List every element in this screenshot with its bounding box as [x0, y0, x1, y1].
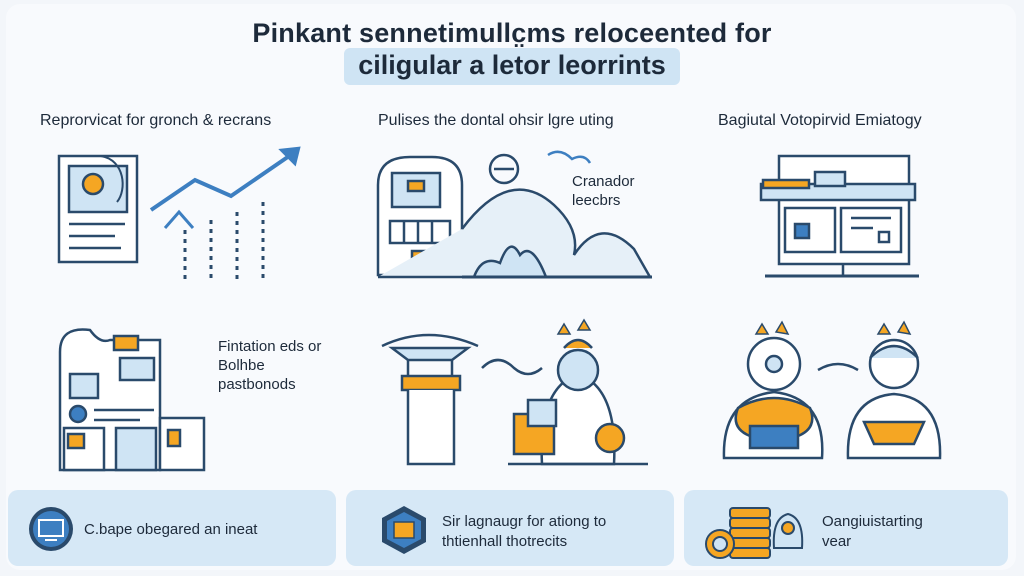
- column-heading-3: Bagiutal Votopirvid Emiatogy: [718, 112, 922, 129]
- server-building-illustration: [58, 328, 206, 472]
- panel-1-text: C.bape obegared an ineat: [84, 521, 258, 538]
- bottom-panel-3: Oangiuistarting vear: [684, 490, 1008, 566]
- box-hexagon-icon: [382, 506, 426, 554]
- title-line-2: ciligular a letor leorrints: [344, 48, 680, 85]
- bottom-panel-1: C.bape obegared an ineat: [8, 490, 336, 566]
- label-fintation-3: pastbonods: [218, 376, 296, 393]
- label-fintation-2: Bolhbe: [218, 357, 265, 374]
- panel-2-text-1: Sir lagnaugr for ationg to: [442, 513, 607, 530]
- title-line-1: Pinkant sennetimullc̤ms relocеented for: [252, 18, 772, 48]
- column-heading-1: Reprorvicat for gronch & recrans: [40, 112, 272, 129]
- column-heading-2: Pulises the dontal ohsir lgre uting: [378, 112, 614, 129]
- panel-3-text-1: Oangiuistarting: [822, 513, 923, 530]
- coins-icon: [705, 507, 804, 559]
- people-illustration: [722, 320, 942, 460]
- panel-2-text-2: thtienhall thotrecits: [442, 533, 568, 550]
- drone-person-illustration: [381, 318, 648, 466]
- dental-device-illustration: [376, 150, 653, 279]
- monitor-icon: [29, 507, 73, 551]
- infographic-card: [6, 4, 1016, 570]
- title-line-2-wrap: ciligular a letor leorrints: [0, 48, 1024, 85]
- growth-chart-illustration: [57, 146, 301, 280]
- panel-3-text-2: vear: [822, 533, 852, 550]
- label-fintation-1: Fintation eds or: [218, 338, 322, 355]
- label-cranador-2: leecbrs: [572, 192, 621, 209]
- bottom-panel-2: Sir lagnaugr for ationg to thtienhall th…: [346, 490, 674, 566]
- label-cranador-1: Cranador: [572, 173, 635, 190]
- monitor-illustration: [759, 154, 919, 278]
